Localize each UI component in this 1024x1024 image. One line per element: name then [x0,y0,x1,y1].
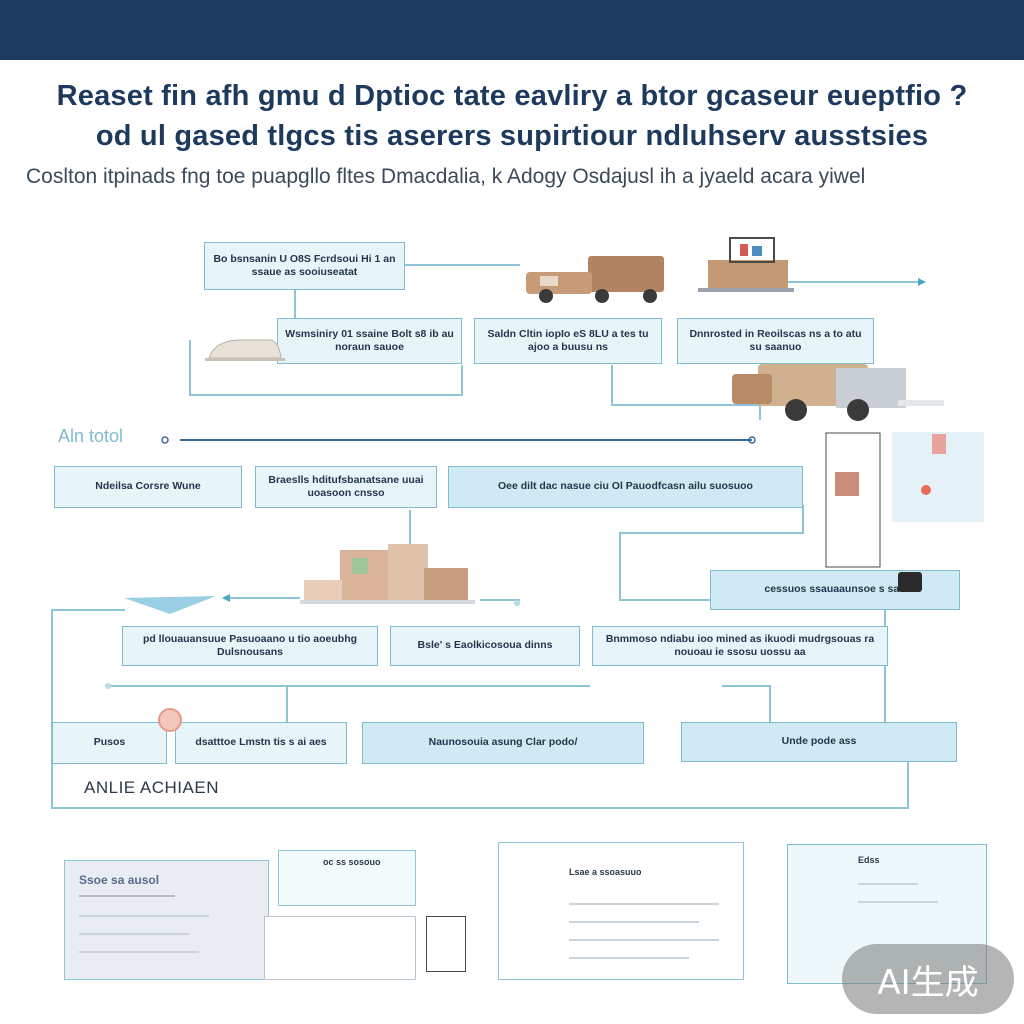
process-box: pd llouauansuue Pasuoaano u tio aoeubhg … [122,626,378,666]
header-bar [0,0,1024,60]
paper-plane-icon [124,596,216,614]
process-box: Unde pode ass [681,722,957,762]
dashboard-panel [426,916,466,972]
process-box: Bo bsnsanin U O8S Fcrdsoui Hi 1 an ssaue… [204,242,405,290]
lane-label: Aln totol [58,426,124,446]
warehouse-truck-icon [698,237,794,292]
device-icon [898,572,922,592]
page-subtitle: Coslton itpinads fng toe puapgllo fltes … [26,165,866,188]
panel-title: Edss [858,855,880,865]
process-box: Wsmsiniry 01 ssaine Bolt s8 ib au noraun… [277,318,462,364]
monitor-card-icon [892,432,984,522]
process-box: Oee dilt dac nasue ciu Ol Pauodfcasn ail… [448,466,803,508]
panel-title: Ssoe sa ausol [79,873,160,887]
delivery-truck-icon [732,364,944,421]
status-circle-icon [158,708,182,732]
vehicle-icon [205,339,285,361]
dashboard-panel [264,916,416,980]
process-box: Bsle' s Eaolkicosoua dinns [390,626,580,666]
process-box: Ndeilsa Corsre Wune [54,466,242,508]
page-title-line-1: Reaset fin afh gmu d Dptioc tate eavliry… [56,80,968,112]
dashboard-panel: Lsae a ssoasuuo [498,842,744,980]
panel-title: oc ss sosouo [323,857,381,867]
process-box: Saldn Cltin iopIo eS 8LU a tes tu ajoo a… [474,318,662,364]
process-box: Pusos [52,722,167,764]
dashboard-panel: oc ss sosouo [278,850,416,906]
delivery-van-icon [526,256,664,303]
process-box: Dnnrosted in Reoilscas ns a to atu su sa… [677,318,874,364]
dashboard-panel: Ssoe sa ausol [64,860,269,980]
page-title-line-2: od ul gased tlgcs tis aserers supirtiour… [95,120,929,152]
ai-generated-watermark: AI生成 [842,944,1014,1014]
process-box: Naunosouia asung Clar podo/ [362,722,644,764]
process-box: Braeslls hditufsbanatsane uuai uoasoon c… [255,466,437,508]
package-boxes-icon [300,544,475,604]
process-box: Bnmmoso ndiabu ioo mined as ikuodi mudrg… [592,626,888,666]
footer-label: ANLIE ACHIAEN [84,778,219,797]
process-box: dsatttoe Lmstn tis s ai aes [175,722,347,764]
document-panel-icon [825,432,881,568]
panel-title: Lsae a ssoasuuo [569,867,642,877]
